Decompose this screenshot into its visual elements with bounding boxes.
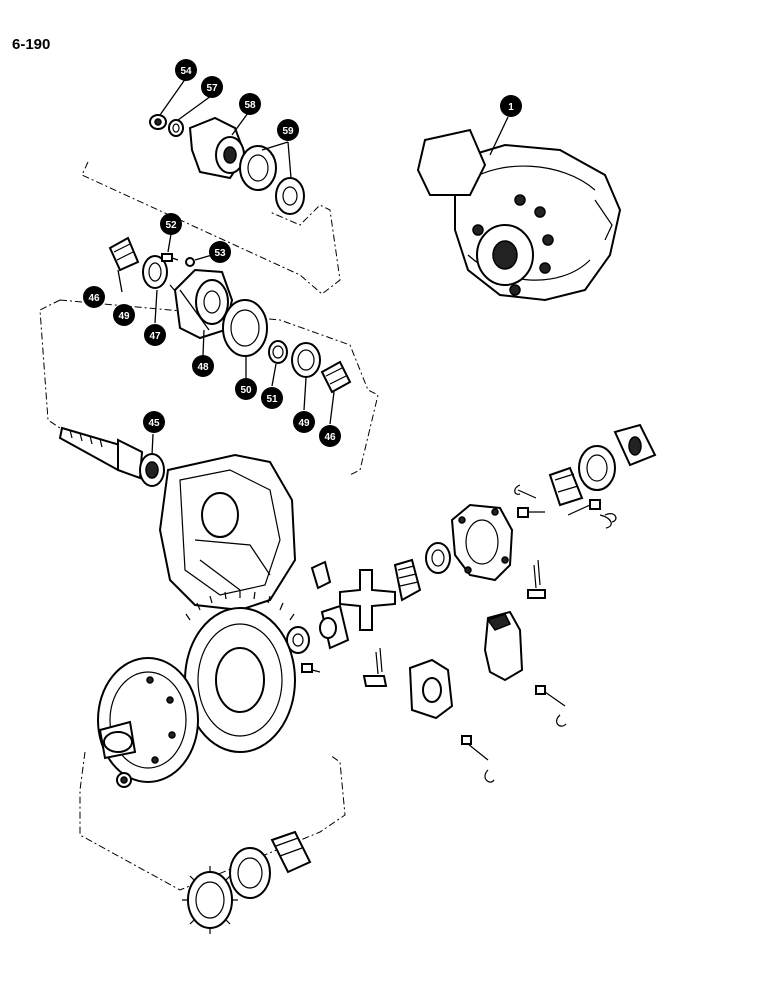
svg-text:58: 58 xyxy=(244,100,256,111)
svg-text:52: 52 xyxy=(165,220,177,231)
washer-57 xyxy=(168,119,184,137)
leader-lines xyxy=(117,77,509,456)
callout-54: 54 xyxy=(175,59,197,81)
page-number: 6-190 xyxy=(12,36,51,53)
side-gear-right xyxy=(393,558,422,602)
cotter-pin-right-lower xyxy=(599,514,612,529)
ring-gear-bolt xyxy=(301,663,321,673)
bearing-cap-right xyxy=(483,610,524,682)
svg-text:54: 54 xyxy=(180,66,192,77)
ring-gear xyxy=(184,591,296,753)
pinion-gear-upper xyxy=(310,560,332,590)
svg-text:50: 50 xyxy=(240,385,252,396)
lock-pin-right xyxy=(527,559,546,599)
svg-text:49: 49 xyxy=(118,311,130,322)
callout-46-upper: 46 xyxy=(83,286,105,308)
group-outline-middle xyxy=(39,299,379,476)
axle-assembly xyxy=(416,128,622,302)
callout-49-upper: 49 xyxy=(113,304,135,326)
callout-52: 52 xyxy=(160,213,182,235)
bearing-cone-46-lower xyxy=(320,360,352,394)
spider-cross xyxy=(339,569,396,631)
case-nut xyxy=(116,772,132,788)
lock-pin-center xyxy=(362,647,388,687)
callout-58: 58 xyxy=(239,93,261,115)
svg-text:49: 49 xyxy=(298,418,310,429)
carrier-bearing-cup-right xyxy=(578,445,616,491)
seal-59 xyxy=(239,145,305,215)
callout-50: 50 xyxy=(235,378,257,400)
bearing-cup-49-lower xyxy=(291,342,321,378)
carrier-bearing-cone-right-inner xyxy=(548,466,584,507)
bearing-45 xyxy=(139,453,165,487)
group-outline-upper xyxy=(81,161,341,295)
carrier-bearing-cone-left xyxy=(270,830,312,874)
carrier-housing xyxy=(158,453,297,612)
svg-text:51: 51 xyxy=(266,394,278,405)
shim-50 xyxy=(222,299,268,357)
svg-text:45: 45 xyxy=(148,418,160,429)
case-bolt-long xyxy=(567,499,617,523)
svg-text:48: 48 xyxy=(197,362,209,373)
callout-53: 53 xyxy=(209,241,231,263)
adjusting-nut xyxy=(182,866,238,934)
cap-bolt-right xyxy=(535,685,567,727)
thrust-washer-right xyxy=(425,542,451,574)
drive-pinion xyxy=(58,426,144,480)
svg-text:47: 47 xyxy=(149,331,161,342)
nut-54 xyxy=(149,114,167,130)
callout-49-lower: 49 xyxy=(293,411,315,433)
callout-1: 1 xyxy=(500,95,522,117)
thrust-washer-left xyxy=(286,626,310,654)
differential-case-half-left xyxy=(97,657,199,783)
cotter-pin-right-upper xyxy=(514,484,537,499)
svg-text:59: 59 xyxy=(282,126,294,137)
differential-case-half-right xyxy=(450,503,514,582)
side-gear-left xyxy=(319,604,350,650)
bearing-cone-46-upper xyxy=(108,236,140,272)
bearing-cap-left xyxy=(408,658,454,720)
carrier-bearing-cup-left xyxy=(229,847,271,899)
svg-text:57: 57 xyxy=(206,83,218,94)
washer-53 xyxy=(185,257,195,267)
spacer-51 xyxy=(268,340,288,364)
yoke-58 xyxy=(188,116,247,180)
case-bolt-short xyxy=(517,507,545,518)
bolt-52 xyxy=(161,253,179,262)
svg-text:46: 46 xyxy=(324,432,336,443)
carrier-bearing-cone-right xyxy=(613,423,657,467)
svg-text:1: 1 xyxy=(508,102,514,113)
pinion-cage-48 xyxy=(173,268,234,340)
group-outline-lower xyxy=(79,751,346,891)
svg-text:53: 53 xyxy=(214,248,226,259)
callout-57: 57 xyxy=(201,76,223,98)
callout-59: 59 xyxy=(277,119,299,141)
bearing-cup-49-upper xyxy=(142,255,168,289)
svg-text:46: 46 xyxy=(88,293,100,304)
callout-45: 45 xyxy=(143,411,165,433)
callout-51: 51 xyxy=(261,387,283,409)
callout-46-lower: 46 xyxy=(319,425,341,447)
cap-bolt-left xyxy=(461,735,495,783)
callout-48: 48 xyxy=(192,355,214,377)
callout-47: 47 xyxy=(144,324,166,346)
